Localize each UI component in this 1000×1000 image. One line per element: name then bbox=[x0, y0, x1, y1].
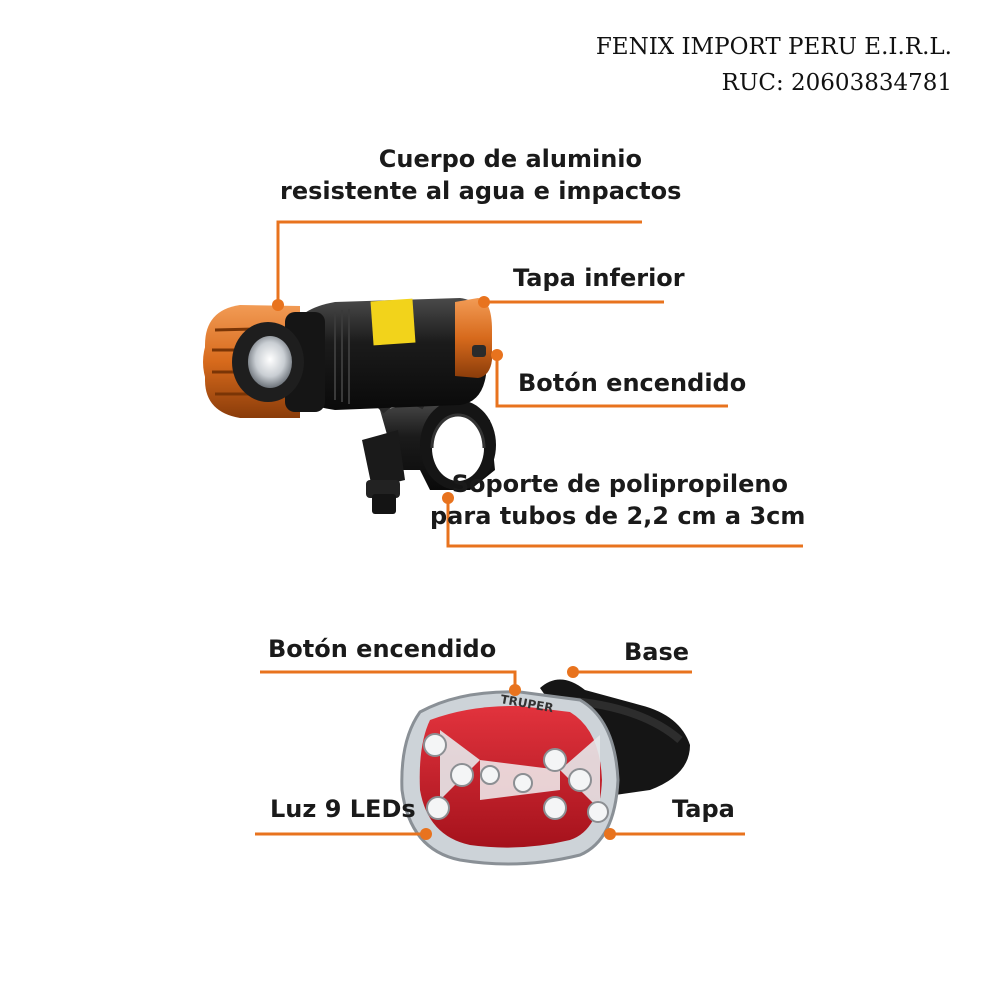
rear-light: TRUPER bbox=[400, 679, 690, 866]
callout-rear-power-button: Botón encendido bbox=[268, 635, 497, 663]
front-callout-lines bbox=[276, 220, 803, 548]
warning-sticker bbox=[370, 298, 416, 346]
callout-leds: Luz 9 LEDs bbox=[270, 795, 416, 823]
callout-mount: Soporte de polipropileno para tubos de 2… bbox=[430, 468, 806, 533]
callout-bottom-cap: Tapa inferior bbox=[513, 264, 685, 292]
rear-leds bbox=[423, 733, 609, 823]
rear-callout-dots bbox=[420, 666, 616, 840]
callout-cover: Tapa bbox=[672, 795, 735, 823]
callout-body-line2: resistente al agua e impactos bbox=[280, 177, 682, 206]
front-mount bbox=[362, 393, 496, 514]
callout-mount-line2: para tubos de 2,2 cm a 3cm bbox=[430, 502, 806, 531]
callout-front-power-button: Botón encendido bbox=[518, 369, 747, 397]
callout-base: Base bbox=[624, 638, 690, 666]
callout-body-line1: Cuerpo de aluminio bbox=[378, 145, 642, 173]
company-ruc: RUC: 20603834781 bbox=[721, 70, 952, 96]
bottom-cap bbox=[455, 298, 492, 378]
front-callout-dots bbox=[272, 296, 503, 504]
front-body bbox=[290, 298, 486, 410]
callout-body: Cuerpo de aluminio resistente al agua e … bbox=[280, 143, 682, 208]
front-head bbox=[203, 305, 325, 418]
front-light bbox=[203, 298, 496, 514]
company-name: FENIX IMPORT PERU E.I.R.L. bbox=[595, 34, 952, 60]
callout-mount-line1: Soporte de polipropileno bbox=[451, 470, 788, 498]
